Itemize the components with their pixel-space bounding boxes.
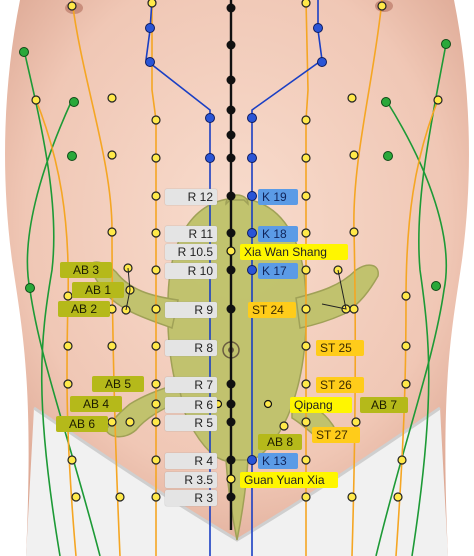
center-points [226, 3, 236, 502]
point-guan-yuan-xia [226, 474, 236, 484]
label-r5: R 5 [165, 415, 217, 431]
label-ab8: AB 8 [258, 434, 302, 450]
label-r10: R 10 [165, 263, 217, 279]
point-xia-wan-shang [226, 246, 236, 256]
label-st26: ST 26 [316, 377, 364, 393]
orange-meridian-right [351, 0, 383, 556]
green-points [19, 39, 451, 293]
label-ab6: AB 6 [56, 416, 108, 432]
label-ab5: AB 5 [92, 376, 144, 392]
orange-meridian-left-inner [151, 0, 157, 556]
label-xia-wan-shang: Xia Wan Shang [240, 244, 348, 260]
label-r4: R 4 [165, 453, 217, 469]
label-ab3: AB 3 [60, 262, 112, 278]
label-st25: ST 25 [316, 340, 364, 356]
label-r7: R 7 [165, 377, 217, 393]
label-r12: R 12 [165, 189, 217, 205]
orange-meridian-left [71, 0, 121, 556]
label-qipang: Qipang [290, 397, 352, 413]
label-guan-yuan-xia: Guan Yuan Xia [240, 472, 338, 488]
label-r9: R 9 [165, 302, 217, 318]
point-qipang-right [263, 399, 273, 409]
label-ab2: AB 2 [58, 301, 110, 317]
label-r10-5: R 10.5 [165, 244, 217, 260]
label-r11: R 11 [165, 226, 217, 242]
label-r8: R 8 [165, 340, 217, 356]
label-ab4: AB 4 [70, 396, 122, 412]
label-st27: ST 27 [312, 427, 360, 443]
label-k18: K 18 [258, 226, 298, 242]
label-ab1: AB 1 [72, 282, 124, 298]
label-r6: R 6 [165, 397, 217, 413]
label-k19: K 19 [258, 189, 298, 205]
label-st24: ST 24 [248, 302, 296, 318]
orange-meridian-right-inner [305, 0, 309, 556]
label-r3: R 3 [165, 490, 217, 506]
label-k17: K 17 [258, 263, 298, 279]
green-meridian-left [23, 49, 61, 556]
label-r3-5: R 3.5 [165, 472, 217, 488]
green-meridian-right [411, 43, 447, 556]
underwear [26, 408, 448, 556]
turtle-front-right-leg [295, 264, 379, 329]
label-ab7: AB 7 [360, 397, 408, 413]
label-k13: K 13 [258, 453, 298, 469]
